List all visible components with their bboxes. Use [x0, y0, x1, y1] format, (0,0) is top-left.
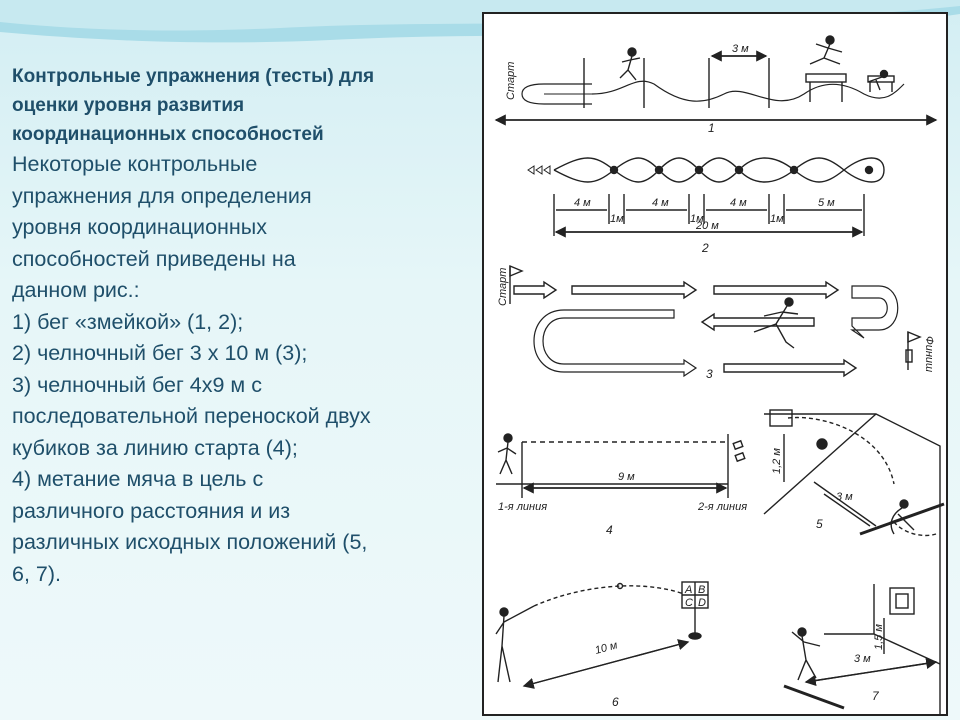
d7-number: 7: [872, 689, 880, 703]
d2-seg2-label: 4 м: [652, 197, 669, 209]
body-text-line: способностей приведены на: [12, 246, 296, 271]
list-item-4-cont: 6, 7).: [12, 561, 61, 586]
d4-number: 4: [606, 523, 613, 537]
diagram-6: [495, 581, 709, 689]
d6-number: 6: [612, 695, 619, 709]
body-text-line: данном рис.:: [12, 278, 140, 302]
d5-number: 5: [816, 517, 823, 531]
list-item-2: 2) челночный бег 3 х 10 м (3);: [12, 341, 308, 365]
list-item-1: 1) бег «змейкой» (1, 2);: [12, 309, 244, 334]
d1-start-label: Старт: [505, 62, 517, 100]
d2-seg1-label: 4 м: [574, 197, 591, 209]
d2-number: 2: [701, 241, 709, 255]
d2-seg4-label: 5 м: [818, 197, 835, 209]
d5-height-label: 1,2 м: [771, 448, 783, 474]
body-text-line: Некоторые контрольные: [12, 152, 258, 176]
list-item-3: 3) челночный бег 4х9 м с: [12, 372, 262, 397]
d4-line1-label: 1-я линия: [498, 501, 547, 513]
d2-seg3-label: 4 м: [730, 197, 747, 209]
exercise-diagrams: Старт 3 м 1 4 м 1м 4 м 1м 4 м 1м 5 м 20 …: [494, 35, 945, 714]
d5-distance-label: 3 м: [836, 491, 853, 503]
d3-start-label: Старт: [497, 268, 509, 306]
body-text-line: уровня координационных: [12, 215, 267, 239]
d6-distance-label: 10 м: [594, 639, 620, 657]
d2-total-label: 20 м: [695, 220, 719, 232]
text-block: Контрольные упражнения (тесты) для оценк…: [12, 62, 472, 590]
d2-gap1-label: 1м: [610, 213, 624, 225]
d4-distance-label: 9 м: [618, 471, 635, 483]
slide-heading-line: оценки уровня развития: [12, 95, 245, 116]
diagram-1: [494, 35, 938, 126]
exercise-figure: Старт 3 м 1 4 м 1м 4 м 1м 4 м 1м 5 м 20 …: [482, 12, 948, 716]
diagram-5: [763, 409, 945, 714]
d2-gap2-label: 1м: [690, 213, 704, 225]
d3-finish-label: Финиш: [923, 336, 935, 372]
d2-gap3-label: 1м: [770, 213, 784, 225]
d3-number: 3: [706, 367, 713, 381]
d1-number: 1: [708, 121, 715, 135]
diagram-3: [509, 264, 922, 378]
list-item-3-cont: кубиков за линию старта (4);: [12, 435, 298, 460]
d6-cell-b: B: [698, 584, 705, 596]
slide-heading-line: координационных способностей: [12, 124, 324, 145]
slide-heading-line: Контрольные упражнения (тесты) для: [12, 66, 375, 87]
d4-line2-label: 2-я линия: [697, 501, 747, 513]
diagram-4: [496, 433, 746, 498]
list-item-4-cont: различного расстояния и из: [12, 498, 291, 523]
d7-distance-label: 3 м: [854, 653, 871, 665]
diagram-2: [527, 157, 885, 238]
diagram-7: [783, 584, 941, 710]
d1-distance-label: 3 м: [732, 43, 749, 55]
list-item-3-cont: последовательной переноской двух: [12, 404, 371, 428]
d6-cell-a: A: [684, 584, 692, 596]
d7-height-label: 1,5 м: [873, 624, 885, 650]
list-item-4: 4) метание мяча в цель с: [12, 467, 264, 491]
body-text-line: упражнения для определения: [12, 183, 312, 208]
d6-cell-c: C: [685, 597, 693, 609]
list-item-4-cont: различных исходных положений (5,: [12, 530, 368, 554]
d6-cell-d: D: [698, 597, 706, 609]
